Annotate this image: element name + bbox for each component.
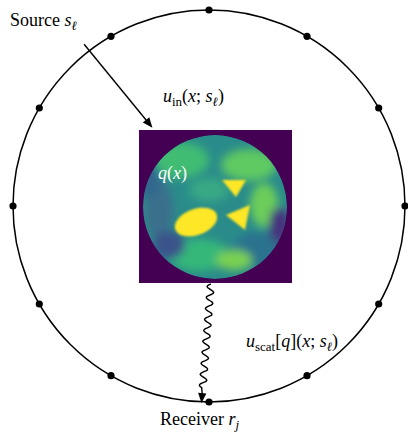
text-run: )	[181, 163, 187, 183]
texture-blob	[153, 231, 185, 259]
text-run: Receiver	[160, 409, 228, 429]
transducer-dot	[375, 300, 382, 307]
field-label: uscat[q](x; sℓ)	[246, 331, 338, 357]
node-text: Receiver rj	[160, 409, 239, 435]
transducer-dot	[205, 398, 212, 405]
transducer-dot	[107, 372, 114, 379]
text-run: x	[173, 163, 181, 183]
potential-disc	[139, 135, 289, 279]
transducer-dot	[9, 202, 16, 209]
transducer-dot	[303, 33, 310, 40]
scatterer-illustration	[139, 130, 292, 283]
arrow-head	[143, 117, 153, 127]
text-run: u	[163, 86, 172, 106]
field-label: uin(x; sℓ)	[163, 86, 224, 112]
texture-blob	[216, 250, 252, 270]
text-run: Source	[10, 10, 64, 30]
receiver-label: Receiver rj	[160, 409, 242, 437]
subscript-run: ℓ	[72, 18, 77, 33]
text-run: q	[281, 331, 290, 351]
subscript-run: j	[235, 417, 239, 432]
connector-line	[84, 44, 147, 121]
edge-label-holder: uin(x; sℓ)	[163, 86, 224, 112]
text-run: (	[182, 86, 188, 106]
text-run: s	[64, 10, 71, 30]
scattered-wave	[198, 284, 214, 403]
subscript-run: in	[172, 94, 182, 109]
transducer-dot	[401, 202, 408, 209]
text-run: x	[188, 86, 196, 106]
text-run: ;	[310, 331, 320, 351]
scatterer-image: q(x)	[139, 130, 292, 283]
texture-blob	[269, 207, 289, 243]
image-background	[139, 130, 292, 283]
ellipse-inclusion	[171, 202, 221, 241]
subscript-run: ℓ	[213, 94, 218, 109]
text-run: [	[275, 331, 281, 351]
text-run: u	[246, 331, 255, 351]
subscript-run: ℓ	[327, 339, 332, 354]
transducer-dot	[303, 372, 310, 379]
edge-label-holder: uscat[q](x; sℓ)	[246, 331, 338, 357]
text-run: )	[332, 331, 338, 351]
ring-circle	[13, 10, 405, 402]
connector-line	[199, 284, 213, 394]
triangle-inclusion	[226, 205, 250, 230]
inclusions	[171, 180, 250, 242]
text-run: )	[218, 86, 224, 106]
text-run: q	[158, 163, 167, 183]
text-run: s	[320, 331, 327, 351]
texture-blob	[221, 149, 277, 181]
transducer-dot	[205, 6, 212, 13]
source-label: Source sℓ	[10, 10, 79, 38]
transducer-dot	[375, 104, 382, 111]
transducer-dot	[36, 104, 43, 111]
text-run: ;	[196, 86, 206, 106]
text-run: r	[228, 409, 235, 429]
texture-blob	[139, 162, 161, 198]
transducer-dot	[36, 300, 43, 307]
texture-blobs	[139, 142, 289, 271]
text-run: ](	[290, 331, 302, 351]
triangle-inclusion	[222, 180, 246, 197]
texture-blob	[189, 178, 229, 202]
transducer-dots	[9, 6, 408, 405]
disc-base	[143, 135, 287, 279]
text-run: x	[302, 331, 310, 351]
node-text: Source sℓ	[10, 10, 77, 36]
text-run: s	[206, 86, 213, 106]
text-run: (	[167, 163, 173, 183]
arrow-head	[198, 393, 206, 403]
node-text: q(x)	[158, 163, 187, 183]
incident-arrow	[84, 44, 152, 128]
subscript-run: scat	[255, 339, 275, 354]
transducer-dot	[107, 33, 114, 40]
